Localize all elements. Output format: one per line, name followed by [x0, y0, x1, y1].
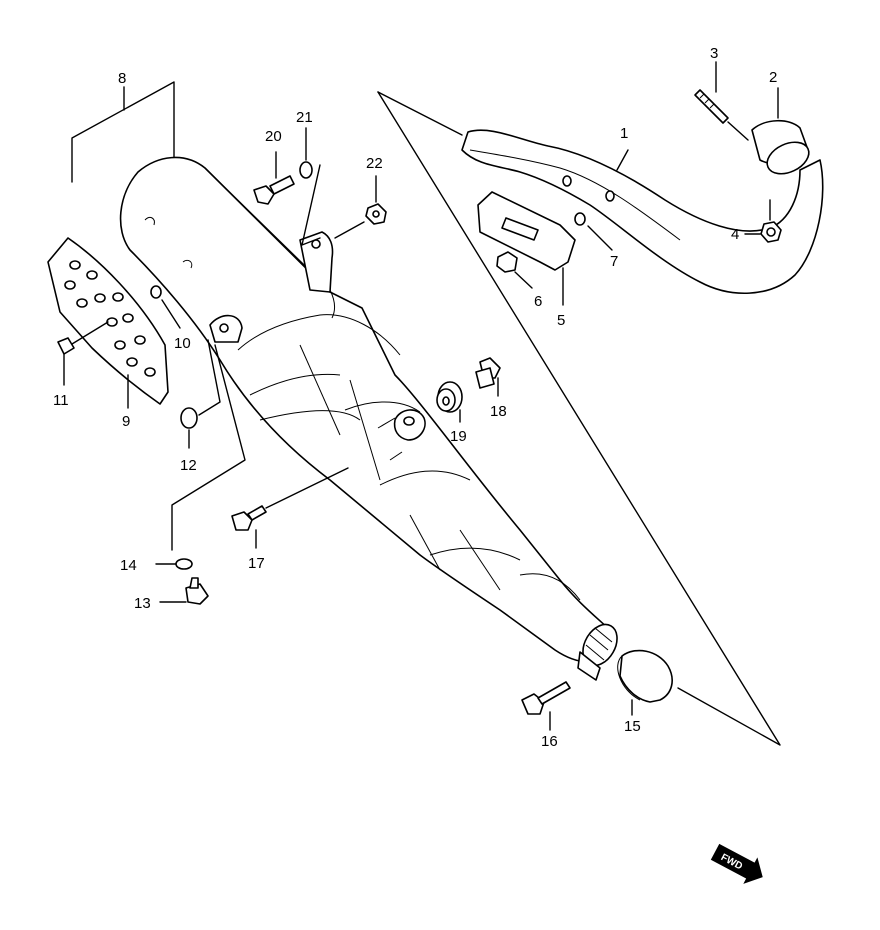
part-6-nut	[496, 251, 533, 289]
callout-15: 15	[624, 718, 641, 735]
callout-9: 9	[122, 413, 130, 430]
group-outline-top	[377, 91, 463, 136]
part-21-washer	[299, 127, 321, 246]
part-12-cushion	[180, 339, 221, 449]
part-17-bolt	[231, 467, 349, 549]
callout-20: 20	[265, 128, 282, 145]
callout-7: 7	[610, 253, 618, 270]
callout-13: 13	[134, 595, 151, 612]
callout-19: 19	[450, 428, 467, 445]
callout-8: 8	[118, 70, 126, 87]
part-15-end-cap	[617, 649, 673, 716]
callout-3: 3	[710, 45, 718, 62]
part-2-pipe-gasket	[751, 87, 810, 175]
part-13-bolt	[159, 577, 209, 605]
part-22-nut	[334, 175, 387, 239]
callout-5: 5	[557, 312, 565, 329]
callout-12: 12	[180, 457, 197, 474]
muffler-body	[119, 156, 618, 681]
part-5-protector-bracket	[477, 191, 576, 306]
part-20-bolt	[253, 151, 295, 205]
callout-6: 6	[534, 293, 542, 310]
part-7-washer	[574, 212, 613, 251]
part-8-group-bracket	[71, 81, 175, 183]
callout-17: 17	[248, 555, 265, 572]
part-14-washer	[155, 344, 246, 570]
part-4-nut	[744, 199, 782, 243]
callout-18: 18	[490, 403, 507, 420]
callout-22: 22	[366, 155, 383, 172]
callout-1: 1	[620, 125, 628, 142]
callout-10: 10	[174, 335, 191, 352]
part-10-washer	[150, 285, 181, 329]
part-19-grommet	[436, 381, 463, 423]
callout-2: 2	[769, 69, 777, 86]
part-3-stud-bolt	[694, 61, 749, 141]
callout-14: 14	[120, 557, 137, 574]
part-1-exhaust-pipe	[461, 129, 824, 295]
callout-21: 21	[296, 109, 313, 126]
part-9-heat-shield	[47, 237, 169, 409]
callout-4: 4	[731, 226, 739, 243]
fwd-direction-badge: FWD	[710, 843, 763, 884]
part-18-bush	[475, 357, 501, 397]
callout-16: 16	[541, 733, 558, 750]
callout-11: 11	[53, 392, 69, 409]
part-11-screw	[57, 321, 109, 386]
group-outline-triangle	[377, 91, 781, 746]
fwd-arrow-icon	[710, 843, 763, 884]
part-16-bolt	[521, 681, 571, 731]
